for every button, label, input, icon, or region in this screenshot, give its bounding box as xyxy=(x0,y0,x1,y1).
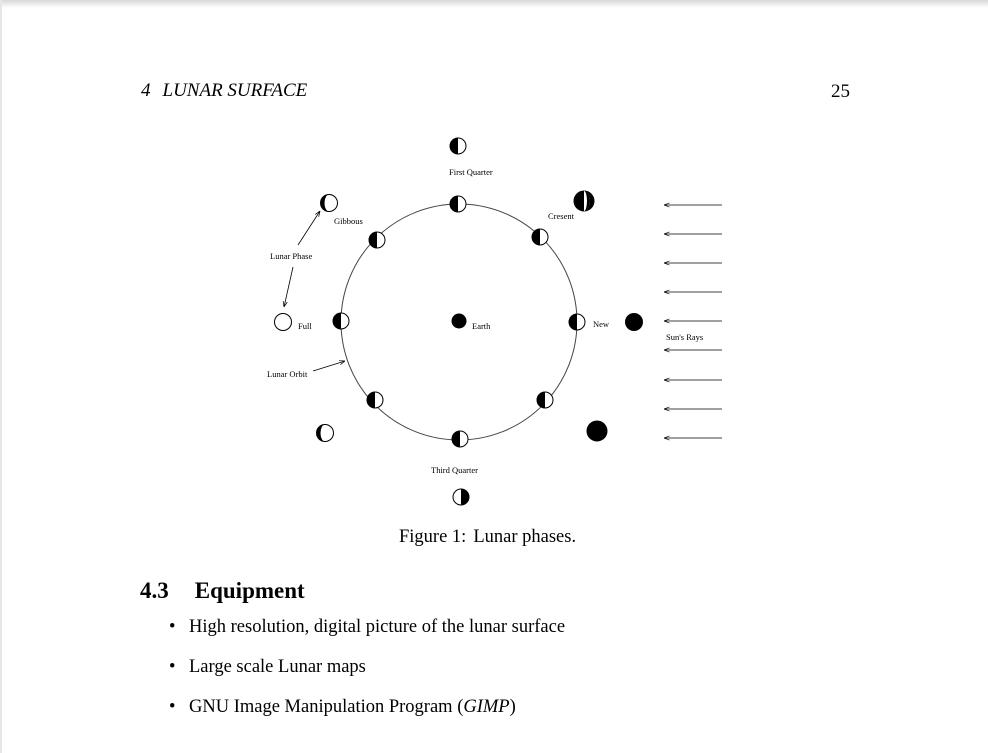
phase-full-moon-icon xyxy=(274,313,292,331)
list-item-text: GNU Image Manipulation Program ( xyxy=(189,697,464,717)
figure-caption: Figure 1: Lunar phases. xyxy=(399,527,576,548)
orbit-moon-top xyxy=(449,195,467,213)
label-gibbous: Gibbous xyxy=(334,216,363,226)
label-earth: Earth xyxy=(472,321,491,331)
lunar-phase-arrow-down xyxy=(284,266,294,307)
orbit-moon-right xyxy=(568,313,586,331)
orbit-moon-topright xyxy=(531,228,549,246)
orbit-moon-bottomleft xyxy=(366,391,384,409)
equipment-list: • High resolution, digital picture of the… xyxy=(169,617,565,737)
list-item-text-end: ) xyxy=(509,697,516,717)
label-third-quarter: Third Quarter xyxy=(431,465,478,475)
section-number: 4.3 xyxy=(140,578,169,603)
phase-first-quarter-icon xyxy=(449,137,467,155)
list-item-text: Large scale Lunar maps xyxy=(189,657,366,677)
orbit-moon-bottomright xyxy=(536,391,554,409)
list-item-emphasis: GIMP xyxy=(463,697,510,717)
lunar-phase-arrow-up xyxy=(297,211,320,246)
lunar-phases-figure: Earth First Quarter xyxy=(267,137,722,506)
label-suns-rays: Sun's Rays xyxy=(666,332,703,342)
figure-caption-text: Lunar phases. xyxy=(473,527,577,547)
phase-gibbous-icon xyxy=(320,194,338,212)
list-item-text: High resolution, digital picture of the … xyxy=(189,617,566,637)
list-item: • GNU Image Manipulation Program (GIMP) xyxy=(169,697,565,737)
running-header: 4 LUNAR SURFACE xyxy=(141,80,307,102)
header-section-number: 4 xyxy=(141,80,151,101)
label-lunar-phase: Lunar Phase xyxy=(270,251,312,261)
bullet-icon: • xyxy=(169,657,176,677)
list-item: • Large scale Lunar maps xyxy=(169,657,565,697)
page-left-edge xyxy=(0,0,2,753)
suns-rays xyxy=(664,205,722,438)
section-title: Equipment xyxy=(194,578,305,603)
viewer-top-shadow xyxy=(0,0,988,8)
label-lunar-orbit: Lunar Orbit xyxy=(267,369,308,379)
label-first-quarter: First Quarter xyxy=(449,167,493,177)
page-number: 25 xyxy=(831,81,850,102)
orbit-moon-left xyxy=(332,312,350,330)
phase-waning-gibbous-icon xyxy=(316,424,334,442)
header-section-title: LUNAR SURFACE xyxy=(162,80,308,101)
lunar-orbit-arrow xyxy=(312,361,345,372)
orbit-moon-topleft xyxy=(368,231,386,249)
phase-new-moon-icon xyxy=(625,313,643,331)
earth-icon xyxy=(451,313,467,329)
phase-cresent-icon xyxy=(573,190,595,212)
label-full: Full xyxy=(298,321,312,331)
label-cresent: Cresent xyxy=(548,211,575,221)
list-item: • High resolution, digital picture of the… xyxy=(169,617,565,657)
phase-third-quarter-icon xyxy=(452,488,470,506)
section-heading: 4.3 Equipment xyxy=(140,578,305,604)
figure-caption-label: Figure 1: xyxy=(399,527,467,547)
phase-waning-cresent-icon xyxy=(586,420,608,442)
label-new: New xyxy=(593,319,610,329)
bullet-icon: • xyxy=(169,617,176,637)
orbit-moon-bottom xyxy=(451,430,469,448)
bullet-icon: • xyxy=(169,697,176,717)
